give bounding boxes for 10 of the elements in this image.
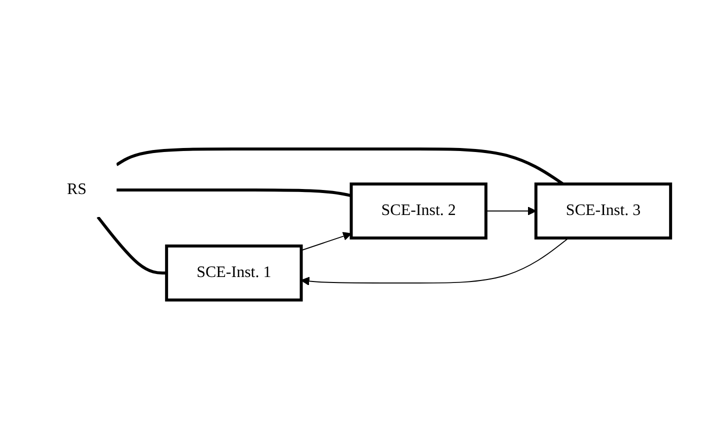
node-box: SCE-Inst. 3 — [534, 182, 672, 239]
node-text: RS — [67, 180, 87, 198]
node-box: SCE-Inst. 1 — [165, 244, 303, 301]
connector — [116, 147, 564, 185]
node-box: SCE-Inst. 2 — [350, 182, 488, 239]
arrow — [300, 231, 352, 250]
connector — [116, 188, 352, 197]
arrow — [486, 206, 537, 215]
connector — [96, 216, 167, 274]
arrow — [301, 237, 570, 286]
